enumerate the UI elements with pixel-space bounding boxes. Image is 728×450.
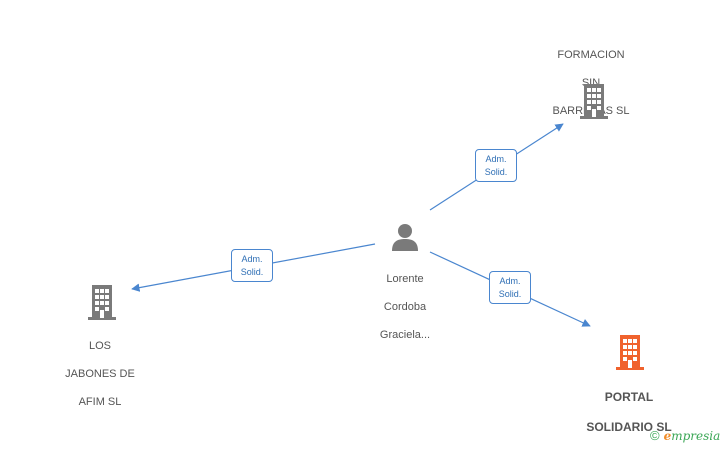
building-icon-formacion[interactable] [578, 83, 610, 119]
person-name-line-2: Cordoba [383, 301, 427, 313]
person-name-line-1: Lorente [386, 273, 424, 285]
brand-watermark: ©empresia [650, 428, 720, 443]
edge-badge-jabones-line-1: Adm. [241, 254, 263, 264]
company-label-jabones-line-1: LOS [88, 340, 111, 352]
company-label-jabones-line-3: AFIM SL [78, 396, 122, 408]
edge-badge-jabones[interactable]: Adm. Solid. [231, 249, 273, 282]
company-label-portal-line-1: PORTAL [604, 390, 654, 404]
person-name[interactable]: Lorente Cordoba Graciela... [355, 258, 455, 356]
building-icon-portal[interactable] [614, 334, 646, 370]
edge-badge-portal-line-1: Adm. [499, 276, 521, 286]
company-label-jabones-line-2: JABONES DE [65, 368, 135, 380]
company-label-portal-line-2: SOLIDARIO SL [586, 420, 672, 434]
copyright-icon: © [650, 428, 660, 443]
brand-logo-letter: e [663, 429, 672, 443]
edge-badge-formacion[interactable]: Adm. Solid. [475, 149, 517, 182]
company-label-jabones[interactable]: LOS JABONES DE AFIM SL [50, 325, 150, 423]
company-label-formacion-line-1: FORMACION [557, 49, 625, 61]
edge-badge-portal[interactable]: Adm. Solid. [489, 271, 531, 304]
brand-logo-text: mpresia [671, 429, 721, 443]
edge-badge-formacion-line-2: Solid. [484, 167, 508, 177]
person-icon[interactable] [390, 222, 420, 252]
edge-badge-portal-line-2: Solid. [498, 289, 522, 299]
edge-badge-jabones-line-2: Solid. [240, 267, 264, 277]
person-name-line-3: Graciela... [379, 329, 431, 341]
edge-badge-formacion-line-1: Adm. [485, 154, 507, 164]
company-label-portal[interactable]: PORTAL SOLIDARIO SL [573, 375, 685, 450]
building-icon-jabones[interactable] [86, 284, 118, 320]
